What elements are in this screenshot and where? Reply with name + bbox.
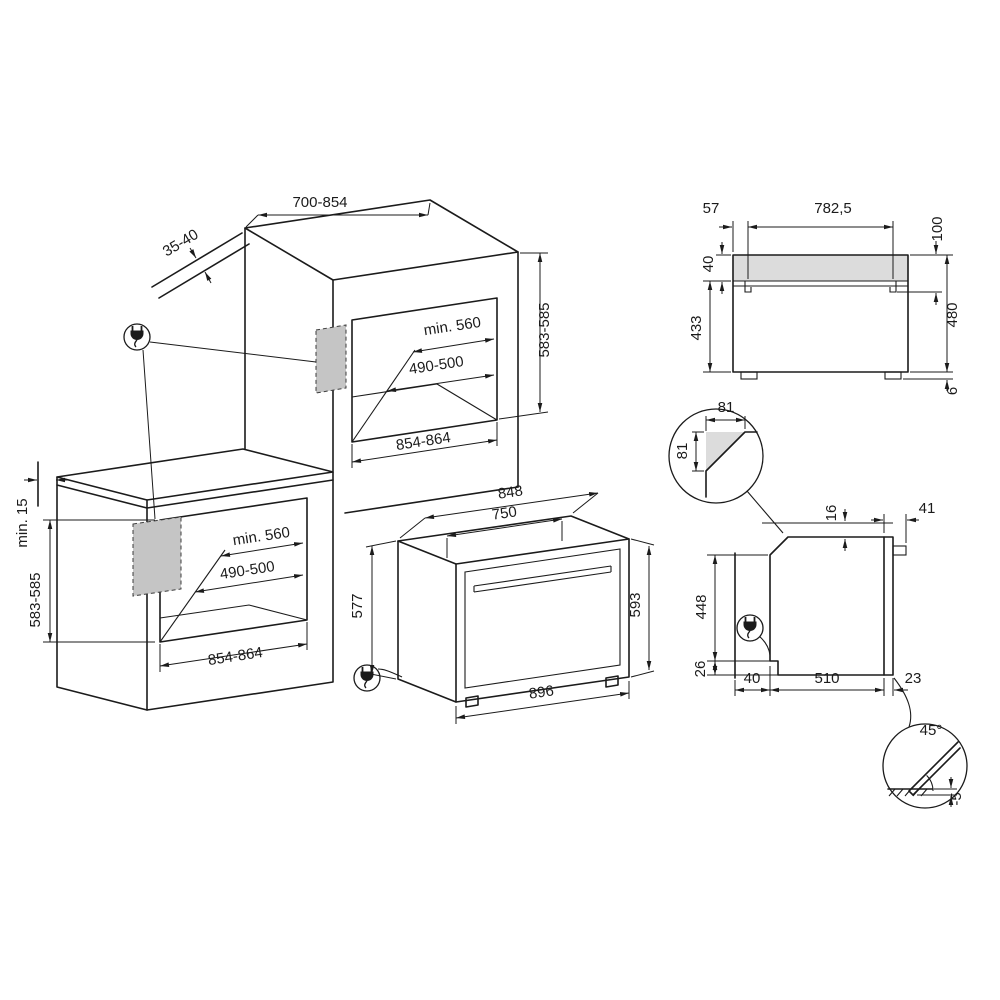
- dim-rear-top-height: 100: [929, 216, 946, 241]
- dim-rear-foot-height: 6: [944, 387, 961, 395]
- oven-door: [464, 548, 621, 689]
- dim-base-depth: min. 560: [232, 524, 291, 549]
- dim-door-angle: 45°: [920, 722, 943, 739]
- dim-rear-rail-width: 782,5: [814, 200, 852, 217]
- base-niche-floor: [159, 604, 308, 621]
- mounting-hook: [744, 281, 752, 293]
- dim-side-top-gap: 16: [823, 505, 840, 522]
- dim-floor-drop: -5: [948, 792, 965, 805]
- oven-dims: 848 750 577 593 896: [349, 482, 655, 724]
- tall-unit-dims: 700-854 35-40 min. 560 490-500 583-585 8…: [160, 194, 553, 468]
- rear-view: [732, 254, 909, 380]
- dim-side-rear-height: 448: [693, 594, 710, 619]
- dim-side-front-clearance: 41: [919, 500, 936, 517]
- detail-circle-door: 45° -5: [882, 722, 968, 809]
- wall-edge: [151, 232, 243, 288]
- detail-circle-corner: 81 81: [668, 399, 764, 504]
- dim-side-bottom-step: 26: [692, 661, 709, 678]
- power-cord: [758, 635, 771, 656]
- side-handle: [892, 545, 907, 556]
- plug-icon: [736, 614, 764, 642]
- dim-rear-rail-offset: 57: [703, 200, 720, 217]
- rear-view-dims: 57 782,5 100 40 433 480 6: [688, 200, 961, 395]
- rear-foot: [884, 371, 902, 380]
- dim-tall-rear-gap: 35-40: [160, 226, 202, 260]
- dim-side-door-thickness: 23: [905, 670, 922, 687]
- dim-base-niche-width: 854-864: [207, 644, 264, 669]
- dim-oven-inner-width: 750: [491, 503, 518, 523]
- side-view: [734, 490, 912, 728]
- side-door: [883, 536, 894, 676]
- rear-foot: [740, 371, 758, 380]
- detail-leader: [893, 677, 912, 728]
- plug-icon: [123, 323, 151, 351]
- base-unit-view: [37, 448, 334, 711]
- dim-oven-casing-width: 848: [497, 482, 524, 502]
- dim-side-rear-gap: 40: [744, 670, 761, 687]
- oven-foot: [465, 695, 479, 708]
- mounting-hook: [889, 281, 897, 293]
- tall-niche-floor: [351, 383, 498, 421]
- oven-foot: [605, 675, 619, 688]
- dim-base-conn-zone: 490-500: [219, 558, 276, 583]
- dim-rear-body-height: 433: [688, 315, 705, 340]
- detail-leader: [746, 490, 784, 534]
- side-view-dims: 16 41 448 26 40 510 23: [692, 500, 935, 696]
- dim-rear-total-height: 480: [944, 302, 961, 327]
- dim-chamfer-height: 81: [674, 443, 691, 460]
- dim-base-niche-height: 583-585: [27, 572, 44, 627]
- tall-unit-view: [151, 199, 519, 514]
- dim-tall-conn-zone: 490-500: [408, 353, 465, 378]
- plug-icon: [353, 664, 381, 692]
- cabinet-back-edge: [158, 243, 250, 299]
- worktop: [56, 448, 334, 501]
- dim-oven-depth: 577: [349, 593, 366, 618]
- dim-tall-depth: min. 560: [423, 314, 482, 339]
- power-connection-callout: [123, 323, 317, 520]
- dim-tall-niche-width: 854-864: [395, 429, 452, 454]
- dim-tall-niche-height: 583-585: [536, 302, 553, 357]
- power-cord: [377, 668, 403, 678]
- dim-base-wall-gap: min. 15: [14, 498, 31, 547]
- dim-tall-top-width: 700-854: [292, 194, 347, 211]
- oven-handle: [473, 565, 612, 593]
- connection-zone-upper: [315, 324, 347, 394]
- dim-oven-height: 593: [627, 592, 644, 617]
- dim-oven-width: 896: [528, 682, 555, 702]
- dim-chamfer-width: 81: [718, 399, 735, 416]
- connection-zone-lower: [132, 516, 182, 597]
- dim-side-body-depth: 510: [814, 670, 839, 687]
- open-door-edge: [908, 741, 961, 796]
- dim-rear-rail-height: 40: [700, 256, 717, 273]
